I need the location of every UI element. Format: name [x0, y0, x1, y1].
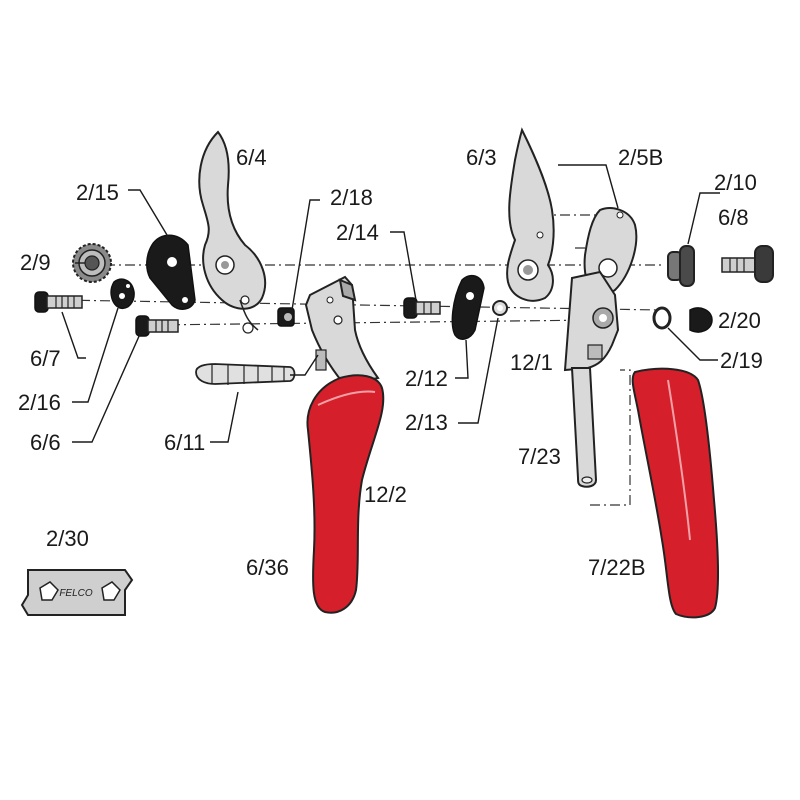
part-2-12-plate	[451, 274, 485, 340]
label-6-4: 6/4	[236, 145, 267, 170]
felco-logo-text: FELCO	[59, 588, 93, 599]
part-7-23-rod	[570, 367, 598, 488]
part-2-16-lever	[110, 278, 135, 310]
label-2-16: 2/16	[18, 390, 61, 415]
label-2-12: 2/12	[405, 366, 448, 391]
assembly-axes	[59, 214, 665, 506]
part-2-10-bushing	[667, 245, 695, 287]
label-6-8: 6/8	[718, 205, 749, 230]
label-2-9: 2/9	[20, 250, 51, 275]
part-2-18-nut	[277, 307, 295, 327]
label-7-22b: 7/22B	[588, 555, 646, 580]
label-2-13: 2/13	[405, 410, 448, 435]
axis-handle-sleeve	[590, 369, 631, 506]
label-6-6: 6/6	[30, 430, 61, 455]
label-6-3: 6/3	[466, 145, 497, 170]
leader-lines	[61, 164, 720, 443]
label-7-23: 7/23	[518, 444, 561, 469]
label-6-11: 6/11	[164, 430, 205, 455]
label-2-10: 2/10	[714, 170, 757, 195]
label-12-2: 12/2	[364, 482, 407, 507]
part-6-11-spring	[195, 363, 296, 385]
label-12-1: 12/1	[510, 350, 553, 375]
axis-lower-pivot	[59, 299, 661, 311]
part-2-14-bolt	[403, 297, 441, 319]
label-2-5b: 2/5B	[618, 145, 663, 170]
part-7-22b-sleeve	[631, 367, 719, 619]
label-2-19: 2/19	[720, 348, 763, 373]
part-2-20-cap	[689, 307, 713, 333]
part-12-1-handle	[563, 270, 620, 372]
label-2-18: 2/18	[330, 185, 373, 210]
part-6-3-counter-blade	[506, 127, 555, 302]
label-6-7: 6/7	[30, 346, 61, 371]
label-2-14: 2/14	[336, 220, 379, 245]
part-2-19-ring	[652, 306, 672, 330]
label-2-20: 2/20	[718, 308, 761, 333]
part-6-6-bolt	[135, 315, 179, 337]
label-2-15: 2/15	[76, 180, 119, 205]
part-2-15-plate	[146, 234, 196, 310]
part-labels: 6/4 6/3 2/5B 2/10 2/15 2/18 6/8 2/14 2/9…	[18, 145, 763, 580]
part-6-7-bolt	[34, 291, 83, 313]
axis-spring-bolt	[149, 319, 601, 326]
label-6-36: 6/36	[246, 555, 289, 580]
part-6-8-screw	[721, 245, 774, 283]
part-6-36-grip	[306, 374, 385, 614]
part-2-30-wrench: FELCO	[20, 569, 134, 616]
label-2-30: 2/30	[46, 526, 89, 551]
part-2-13-washer	[492, 300, 508, 316]
part-2-9-gear-nut	[72, 243, 112, 283]
part-6-4-blade	[198, 130, 267, 334]
part-12-2-handle	[304, 275, 380, 387]
